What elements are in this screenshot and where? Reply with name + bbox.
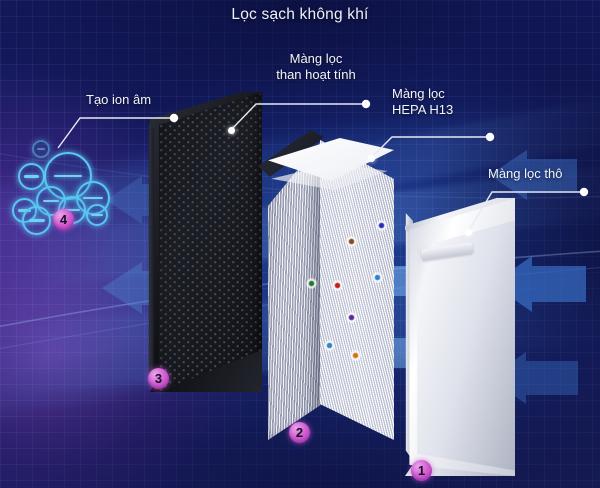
- badge-2-label: 2: [295, 425, 304, 440]
- negative-ion-icon: [18, 163, 45, 190]
- pre-filter-side: [405, 213, 413, 461]
- callout-carbon-filter-line1: Màng lọc: [289, 51, 343, 66]
- dust-particle: [324, 340, 335, 351]
- callout-carbon-filter-line2: than hoạt tính: [276, 66, 356, 82]
- hepa-filter-front-pleats: [320, 140, 394, 440]
- negative-ion-icon: [86, 204, 108, 226]
- carbon-filter-honeycomb: [158, 92, 262, 392]
- dust-particle: [332, 280, 343, 291]
- callout-anchor-dot: [228, 127, 235, 134]
- callout-hepa-filter-line2: HEPA H13: [392, 101, 454, 117]
- callout-hepa-filter: Màng lọc HEPA H13: [392, 86, 502, 118]
- callout-ionizer: Tạo ion âm: [86, 92, 151, 108]
- negative-ion-icon: [22, 206, 51, 235]
- page-title: Lọc sạch không khí: [231, 6, 369, 23]
- carbon-filter-edge: [148, 122, 156, 392]
- callout-anchor-dot: [465, 229, 472, 236]
- badge-4-ionizer: 4: [53, 209, 74, 230]
- activated-carbon-filter-panel: [148, 92, 262, 392]
- badge-1-label: 1: [417, 463, 426, 478]
- callout-pre-filter-line1: Màng lọc thô: [488, 166, 563, 181]
- callout-carbon-filter: Màng lọc than hoạt tính: [262, 51, 370, 83]
- callout-ionizer-line1: Tạo ion âm: [86, 92, 152, 107]
- hepa-filter-block: [258, 130, 394, 440]
- airflow-arrow-icon: [492, 256, 586, 312]
- badge-4-label: 4: [59, 212, 68, 227]
- callout-pre-filter: Màng lọc thô: [488, 166, 562, 182]
- airflow-arrow-icon: [489, 150, 577, 200]
- dust-particle: [376, 220, 387, 231]
- negative-ion-icon: [32, 140, 50, 158]
- callout-anchor-dot: [368, 155, 375, 162]
- badge-3-carbon-filter: 3: [148, 368, 169, 389]
- pre-filter-panel: [405, 198, 515, 476]
- callout-hepa-filter-line1: Màng lọc: [392, 86, 445, 101]
- badge-2-hepa-filter: 2: [289, 422, 310, 443]
- dust-particle: [346, 312, 357, 323]
- dust-particle: [306, 278, 317, 289]
- badge-1-pre-filter: 1: [411, 460, 432, 481]
- dust-particle: [350, 350, 361, 361]
- badge-3-label: 3: [154, 371, 163, 386]
- dust-particle: [346, 236, 357, 247]
- dust-particle: [372, 272, 383, 283]
